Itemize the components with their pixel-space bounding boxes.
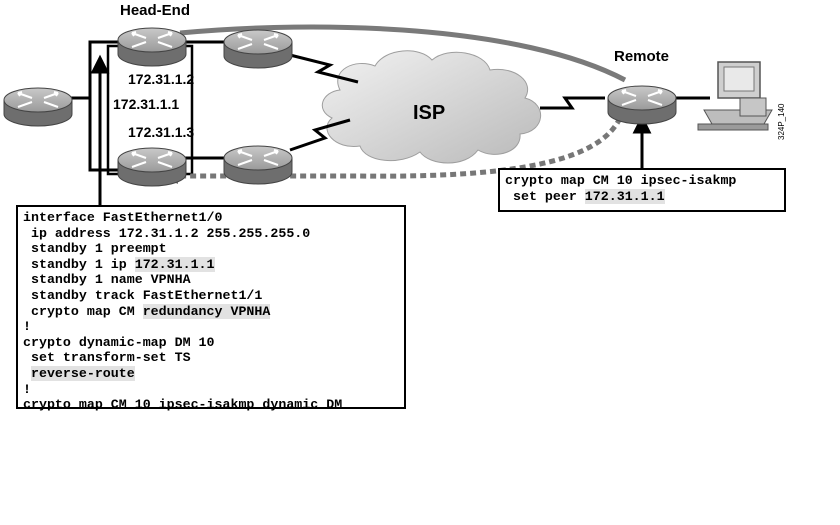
config-text: standby 1 name VPNHA (23, 272, 191, 288)
config-line: standby 1 name VPNHA (23, 272, 399, 288)
virtual-ip-label: 172.31.1.1 (113, 96, 180, 112)
config-line: crypto map CM redundancy VPNHA (23, 303, 399, 320)
config-arrows (90, 54, 652, 205)
config-text: standby 1 preempt (23, 241, 167, 257)
secondary-ip-label: 172.31.1.3 (128, 124, 195, 140)
config-text: crypto map CM (23, 303, 143, 319)
config-text: standby track FastEthernet1/1 (23, 287, 263, 303)
config-line: standby 1 ip 172.31.1.1 (23, 256, 399, 273)
config-highlight: reverse-route (30, 365, 135, 381)
isp-label: ISP (413, 102, 446, 124)
remote-router-icon (607, 85, 677, 125)
config-highlight: redundancy VPNHA (142, 303, 271, 319)
figure-id-label: 324P_140 (777, 103, 786, 140)
config-line: ip address 172.31.1.2 255.255.255.0 (23, 226, 399, 242)
headend-secondary-router-icon (117, 147, 187, 187)
config-text: crypto dynamic-map DM 10 (23, 334, 215, 350)
head-end-label: Head-End (120, 2, 191, 19)
config-text: ip address 172.31.1.2 255.255.255.0 (23, 225, 311, 241)
lan-router-icon (3, 87, 73, 127)
config-text: set transform-set TS (23, 350, 191, 366)
config-line: set transform-set TS (23, 350, 399, 366)
config-text: ! (23, 381, 31, 397)
isp-cloud (321, 50, 542, 164)
config-text: ! (23, 319, 31, 335)
headend-primary-router-icon (117, 27, 187, 67)
primary-ip-label: 172.31.1.2 (128, 71, 195, 87)
config-highlight: 172.31.1.1 (134, 256, 215, 272)
config-text: crypto map CM 10 ipsec-isakmp dynamic DM (23, 397, 343, 413)
remote-pc-icon (697, 61, 773, 131)
headend-secondary-isp-router-icon (223, 145, 293, 185)
config-line: set peer 172.31.1.1 (505, 188, 779, 205)
config-text: set peer (505, 188, 585, 204)
config-line: ! (23, 319, 399, 335)
remote-config-box: crypto map CM 10 ipsec-isakmp set peer 1… (498, 168, 786, 212)
config-text (23, 366, 31, 381)
config-text: crypto map CM 10 ipsec-isakmp (505, 173, 737, 188)
config-highlight: 172.31.1.1 (584, 188, 665, 204)
network-links (70, 40, 710, 160)
primary-tunnel (179, 24, 627, 83)
backup-tunnel (175, 116, 623, 179)
remote-label: Remote (614, 48, 670, 65)
config-text: standby 1 ip (23, 256, 135, 272)
headend-config-box: interface FastEthernet1/0 ip address 172… (16, 205, 406, 412)
config-line: interface FastEthernet1/0 (23, 210, 399, 226)
config-line: standby track FastEthernet1/1 (23, 288, 399, 304)
headend-primary-isp-router-icon (223, 29, 293, 69)
config-line: crypto map CM 10 ipsec-isakmp dynamic DM (23, 397, 399, 413)
config-text: interface FastEthernet1/0 (23, 210, 223, 225)
config-line: standby 1 preempt (23, 241, 399, 257)
config-line: ! (23, 382, 399, 398)
config-line: reverse-route (23, 365, 399, 382)
config-line: crypto dynamic-map DM 10 (23, 335, 399, 351)
config-line: crypto map CM 10 ipsec-isakmp (505, 173, 779, 189)
